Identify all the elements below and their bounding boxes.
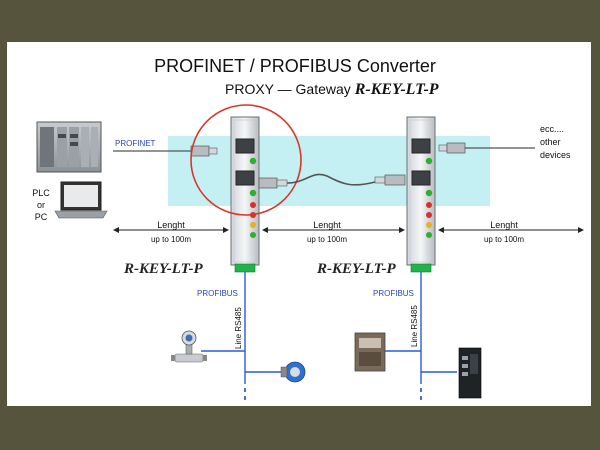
profibus-terminal-2 bbox=[410, 263, 432, 273]
diagram-frame: PROFINET / PROFIBUS Converter PROXY — Ga… bbox=[7, 42, 591, 406]
profibus-label-1: PROFIBUS bbox=[197, 289, 238, 298]
plc-rack-icon bbox=[36, 121, 102, 173]
length-label-2: Lenght bbox=[313, 220, 341, 230]
profinet-label: PROFINET bbox=[115, 139, 156, 148]
diagram-subtitle: PROXY — Gateway R-KEY-LT-P bbox=[225, 81, 439, 98]
ethernet-port-2 bbox=[235, 170, 255, 186]
io-module-icon bbox=[458, 347, 482, 399]
length-value-2: up to 100m bbox=[307, 235, 347, 244]
length-label-3: Lenght bbox=[490, 220, 518, 230]
outgoing-cable bbox=[438, 142, 535, 154]
laptop-icon bbox=[54, 181, 108, 219]
plc-label-1: PLC bbox=[32, 188, 50, 198]
ethernet-port-4 bbox=[411, 170, 431, 186]
subtitle-product: R-KEY-LT-P bbox=[354, 81, 439, 98]
length-arrow-3 bbox=[438, 227, 584, 233]
plc-label-3: PC bbox=[35, 212, 48, 222]
diagram-title: PROFINET / PROFIBUS Converter bbox=[154, 56, 436, 76]
ethernet-cable bbox=[258, 173, 406, 189]
other-devices-1: ecc.... bbox=[540, 124, 564, 134]
length-label-1: Lenght bbox=[157, 220, 185, 230]
converter-device-2 bbox=[406, 116, 436, 273]
device-name-2: R-KEY-LT-P bbox=[316, 261, 396, 277]
drive-unit-icon bbox=[354, 332, 386, 372]
profibus-terminal-1 bbox=[234, 263, 256, 273]
device-name-1: R-KEY-LT-P bbox=[123, 261, 203, 277]
line-label-1: Line RS485 bbox=[234, 307, 243, 349]
highlight-circle bbox=[190, 104, 302, 216]
plc-label-2: or bbox=[37, 200, 45, 210]
subtitle-prefix: PROXY — Gateway bbox=[225, 81, 355, 97]
converter-diagram: PROFINET / PROFIBUS Converter PROXY — Ga… bbox=[32, 56, 584, 404]
length-arrow-2 bbox=[262, 227, 405, 233]
encoder-icon bbox=[280, 361, 306, 383]
flowmeter-icon bbox=[171, 330, 207, 363]
other-devices-2: other bbox=[540, 137, 561, 147]
other-devices-3: devices bbox=[540, 150, 571, 160]
ethernet-port-1 bbox=[235, 138, 255, 154]
converter-device-1 bbox=[230, 116, 260, 273]
profibus-label-2: PROFIBUS bbox=[373, 289, 414, 298]
length-arrow-1 bbox=[113, 227, 229, 233]
network-band bbox=[168, 136, 490, 206]
length-value-3: up to 100m bbox=[484, 235, 524, 244]
ethernet-port-3 bbox=[411, 138, 431, 154]
length-value-1: up to 100m bbox=[151, 235, 191, 244]
line-label-2: Line RS485 bbox=[410, 305, 419, 347]
